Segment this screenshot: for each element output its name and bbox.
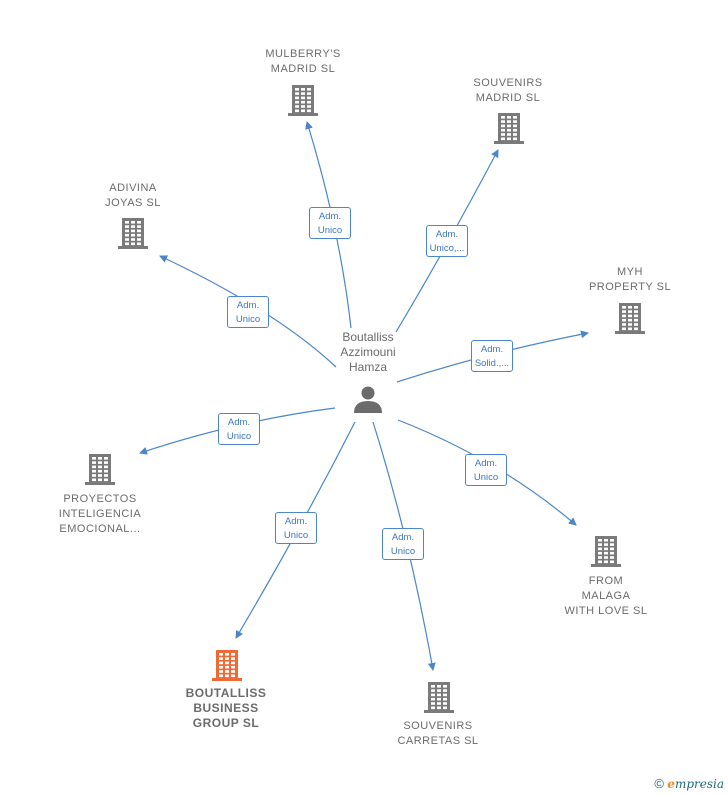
edge-label-souvenirs-carretas[interactable]: Adm. Unico (382, 528, 424, 560)
edge-label-proyectos[interactable]: Adm. Unico (218, 413, 260, 445)
node-label-souvenirs-carretas[interactable]: SOUVENIRS CARRETAS SL (397, 720, 479, 747)
edge-label-from-malaga[interactable]: Adm. Unico (465, 454, 507, 486)
building-icon-boutalliss[interactable] (212, 650, 242, 681)
icons-layer (85, 85, 645, 713)
brand-name: mpresia (674, 777, 724, 791)
node-label-adivina[interactable]: ADIVINA JOYAS SL (105, 182, 161, 209)
node-label-proyectos[interactable]: PROYECTOS INTELIGENCIA EMOCIONAL... (58, 493, 142, 535)
building-icon-souvenirs-carretas[interactable] (424, 682, 454, 713)
edge-label-mulberrys[interactable]: Adm. Unico (309, 207, 351, 239)
building-icon-mulberrys[interactable] (288, 85, 318, 116)
edge-label-adivina[interactable]: Adm. Unico (227, 296, 269, 328)
brand-initial: e (667, 777, 675, 791)
building-icon-adivina[interactable] (118, 218, 148, 249)
building-icon-proyectos[interactable] (85, 454, 115, 485)
building-icon-souvenirs-madrid[interactable] (494, 113, 524, 144)
footer-brand: © empresia (654, 776, 724, 791)
building-icon-from-malaga[interactable] (591, 536, 621, 567)
edge-label-boutalliss[interactable]: Adm. Unico (275, 512, 317, 544)
building-icon-myh[interactable] (615, 303, 645, 334)
person-icon[interactable] (354, 386, 382, 414)
node-label-souvenirs-madrid[interactable]: SOUVENIRS MADRID SL (473, 77, 543, 104)
center-person-label[interactable]: Boutalliss Azzimouni Hamza (340, 330, 396, 374)
edge-label-myh[interactable]: Adm. Solid.,... (471, 340, 513, 372)
node-label-mulberrys[interactable]: MULBERRY'S MADRID SL (265, 48, 341, 75)
node-label-from-malaga[interactable]: FROM MALAGA WITH LOVE SL (564, 575, 648, 617)
copyright-symbol: © (654, 776, 664, 791)
node-label-boutalliss[interactable]: BOUTALLISS BUSINESS GROUP SL (185, 686, 267, 730)
node-label-myh[interactable]: MYH PROPERTY SL (588, 266, 672, 293)
edge-label-souvenirs-madrid[interactable]: Adm. Unico,... (426, 225, 468, 257)
